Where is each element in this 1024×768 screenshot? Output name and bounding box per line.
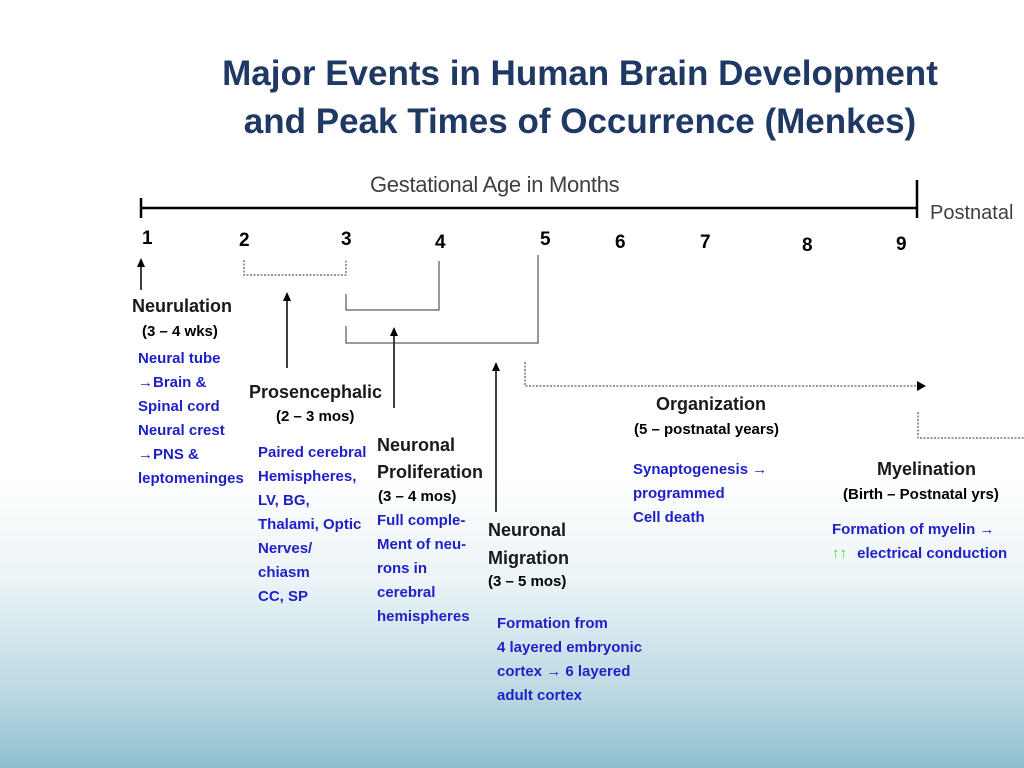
proliferation-desc: Full comple- Ment of neu- rons in cerebr… xyxy=(377,512,470,625)
neurulation-time: (3 – 4 wks) xyxy=(142,323,218,340)
proliferation-name: Neuronal Proliferation xyxy=(377,435,484,482)
neurulation-name: Neurulation xyxy=(132,296,233,316)
proliferation-bracket xyxy=(345,261,440,311)
neurulation-desc: Neural tube →Brain & Spinal cord Neural … xyxy=(138,350,244,487)
double-up-arrow-icon: ↑↑ xyxy=(832,545,847,562)
tick-5: 5 xyxy=(540,229,551,250)
postnatal-label: Postnatal xyxy=(930,202,1014,224)
migration-bracket xyxy=(345,255,539,344)
migration-desc: Formation from 4 layered embryonic corte… xyxy=(497,615,643,704)
tick-4: 4 xyxy=(435,232,446,253)
tick-7: 7 xyxy=(700,232,711,253)
migration-time: (3 – 5 mos) xyxy=(488,573,567,590)
tick-6: 6 xyxy=(615,232,626,253)
tick-3: 3 xyxy=(341,229,352,250)
organization-arrowhead xyxy=(917,381,926,391)
organization-bracket xyxy=(524,362,917,387)
prosencephalic-name: Prosencephalic xyxy=(249,382,383,402)
page-title: Major Events in Human Brain Development … xyxy=(140,50,1020,146)
myelination-name: Myelination xyxy=(877,459,977,479)
myelination-bracket xyxy=(917,412,1024,439)
myelination-time: (Birth – Postnatal yrs) xyxy=(843,486,999,503)
tick-8: 8 xyxy=(802,235,813,256)
prosencephalic-desc: Paired cerebral Hemispheres, LV, BG, Tha… xyxy=(258,444,367,605)
tick-2: 2 xyxy=(239,230,250,251)
tick-1: 1 xyxy=(142,228,153,249)
organization-time: (5 – postnatal years) xyxy=(634,421,780,438)
organization-name: Organization xyxy=(656,394,767,414)
myelination-desc: Formation of myelin → ↑↑ electrical cond… xyxy=(832,521,1008,562)
prosencephalic-time: (2 – 3 mos) xyxy=(276,408,355,425)
prosencephalic-bracket xyxy=(243,260,347,276)
title-line-1: Major Events in Human Brain Development xyxy=(222,54,938,93)
title-line-2: and Peak Times of Occurrence (Menkes) xyxy=(243,102,917,141)
migration-name: Neuronal Migration xyxy=(488,520,569,568)
tick-9: 9 xyxy=(896,234,907,255)
organization-desc: Synaptogenesis → programmed Cell death xyxy=(633,461,768,526)
proliferation-time: (3 – 4 mos) xyxy=(378,488,457,505)
axis-label: Gestational Age in Months xyxy=(370,172,620,197)
